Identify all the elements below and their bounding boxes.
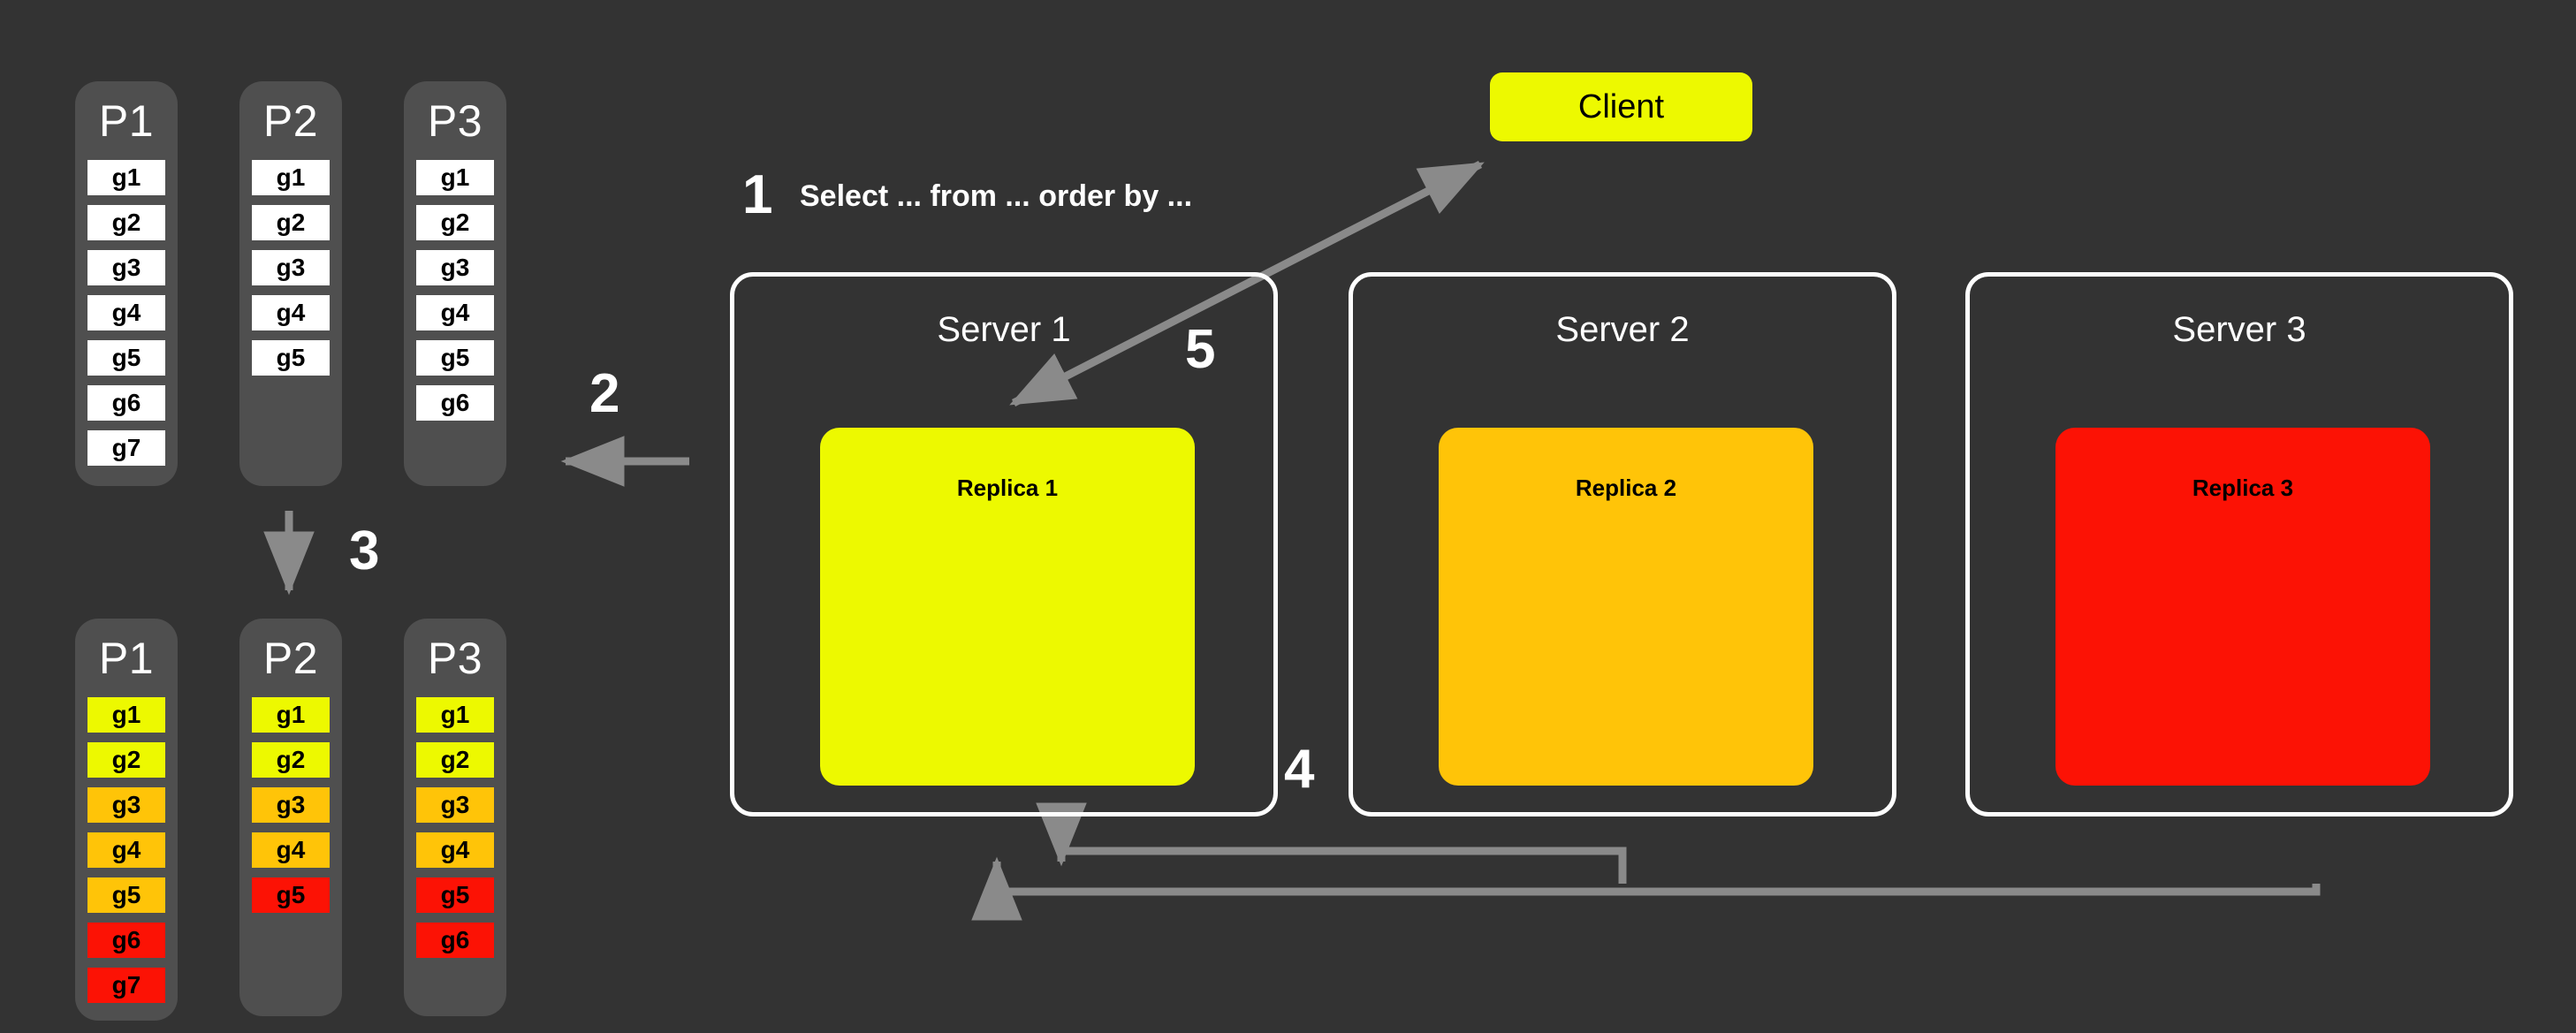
partition-bottom-p1-label: P1 bbox=[98, 634, 155, 683]
gcell: g6 bbox=[416, 385, 494, 421]
gcell: g1 bbox=[87, 160, 165, 195]
gcell: g3 bbox=[416, 250, 494, 285]
gcell: g3 bbox=[416, 787, 494, 823]
query-caption: Select ... from ... order by ... bbox=[800, 179, 1193, 213]
gcell: g4 bbox=[87, 832, 165, 868]
gcell: g1 bbox=[416, 160, 494, 195]
gcell: g2 bbox=[416, 205, 494, 240]
gcell: g4 bbox=[416, 832, 494, 868]
server-2-box[interactable]: Server 2 Replica 2 bbox=[1349, 272, 1896, 817]
gcell: g1 bbox=[252, 697, 330, 733]
gcell: g5 bbox=[87, 877, 165, 913]
gcell: g2 bbox=[87, 742, 165, 778]
gcell: g2 bbox=[252, 742, 330, 778]
gcell: g7 bbox=[87, 430, 165, 466]
step-label-1: 1 bbox=[742, 164, 773, 225]
gcell: g4 bbox=[252, 832, 330, 868]
gcell: g6 bbox=[87, 923, 165, 958]
server-1-box[interactable]: Server 1 Replica 1 bbox=[730, 272, 1278, 817]
gcell: g5 bbox=[416, 877, 494, 913]
partition-top-p2-label: P2 bbox=[262, 96, 319, 146]
step-label-4: 4 bbox=[1284, 739, 1315, 800]
server-3-title: Server 3 bbox=[2172, 310, 2306, 349]
gcell: g6 bbox=[416, 923, 494, 958]
gcell: g3 bbox=[87, 787, 165, 823]
gcell: g5 bbox=[416, 340, 494, 376]
gcell: g5 bbox=[87, 340, 165, 376]
gcell: g4 bbox=[416, 295, 494, 330]
gcell: g6 bbox=[87, 385, 165, 421]
partition-bottom-p3-label: P3 bbox=[427, 634, 483, 683]
gcell: g4 bbox=[252, 295, 330, 330]
gcell: g2 bbox=[87, 205, 165, 240]
gcell: g7 bbox=[87, 968, 165, 1003]
arrow-step-4-server3 bbox=[971, 856, 2321, 921]
replica-2-label: Replica 2 bbox=[1575, 475, 1677, 501]
partition-top-p1: P1 g1 g2 g3 g4 g5 g6 g7 bbox=[75, 81, 178, 486]
replica-3-box[interactable]: Replica 3 bbox=[2055, 428, 2430, 786]
gcell: g1 bbox=[87, 697, 165, 733]
gcell: g3 bbox=[252, 250, 330, 285]
gcell: g4 bbox=[87, 295, 165, 330]
replica-1-box[interactable]: Replica 1 bbox=[820, 428, 1195, 786]
partition-top-p2: P2 g1 g2 g3 g4 g5 bbox=[239, 81, 342, 486]
step-label-3: 3 bbox=[349, 520, 380, 581]
replica-3-label: Replica 3 bbox=[2192, 475, 2294, 501]
replica-1-label: Replica 1 bbox=[956, 475, 1059, 501]
partition-bottom-p2-label: P2 bbox=[262, 634, 319, 683]
gcell: g5 bbox=[252, 877, 330, 913]
gcell: g2 bbox=[416, 742, 494, 778]
step-label-2: 2 bbox=[589, 363, 620, 424]
server-3-box[interactable]: Server 3 Replica 3 bbox=[1965, 272, 2513, 817]
gcell: g3 bbox=[252, 787, 330, 823]
client-label: Client bbox=[1577, 87, 1665, 125]
partition-bottom-p1: P1 g1 g2 g3 g4 g5 g6 g7 bbox=[75, 619, 178, 1021]
partition-bottom-p2: P2 g1 g2 g3 g4 g5 bbox=[239, 619, 342, 1016]
step-label-5: 5 bbox=[1185, 319, 1216, 380]
partition-top-p1-label: P1 bbox=[98, 96, 155, 146]
client-box[interactable]: Client bbox=[1490, 72, 1752, 141]
gcell: g1 bbox=[416, 697, 494, 733]
arrow-step-4-server2 bbox=[1036, 802, 1627, 884]
partition-top-p3-label: P3 bbox=[427, 96, 483, 146]
server-1-title: Server 1 bbox=[937, 310, 1071, 349]
gcell: g1 bbox=[252, 160, 330, 195]
partition-bottom-p3: P3 g1 g2 g3 g4 g5 g6 bbox=[404, 619, 506, 1016]
replica-2-box[interactable]: Replica 2 bbox=[1439, 428, 1813, 786]
gcell: g5 bbox=[252, 340, 330, 376]
server-2-title: Server 2 bbox=[1555, 310, 1690, 349]
gcell: g2 bbox=[252, 205, 330, 240]
partition-top-p3: P3 g1 g2 g3 g4 g5 g6 bbox=[404, 81, 506, 486]
gcell: g3 bbox=[87, 250, 165, 285]
